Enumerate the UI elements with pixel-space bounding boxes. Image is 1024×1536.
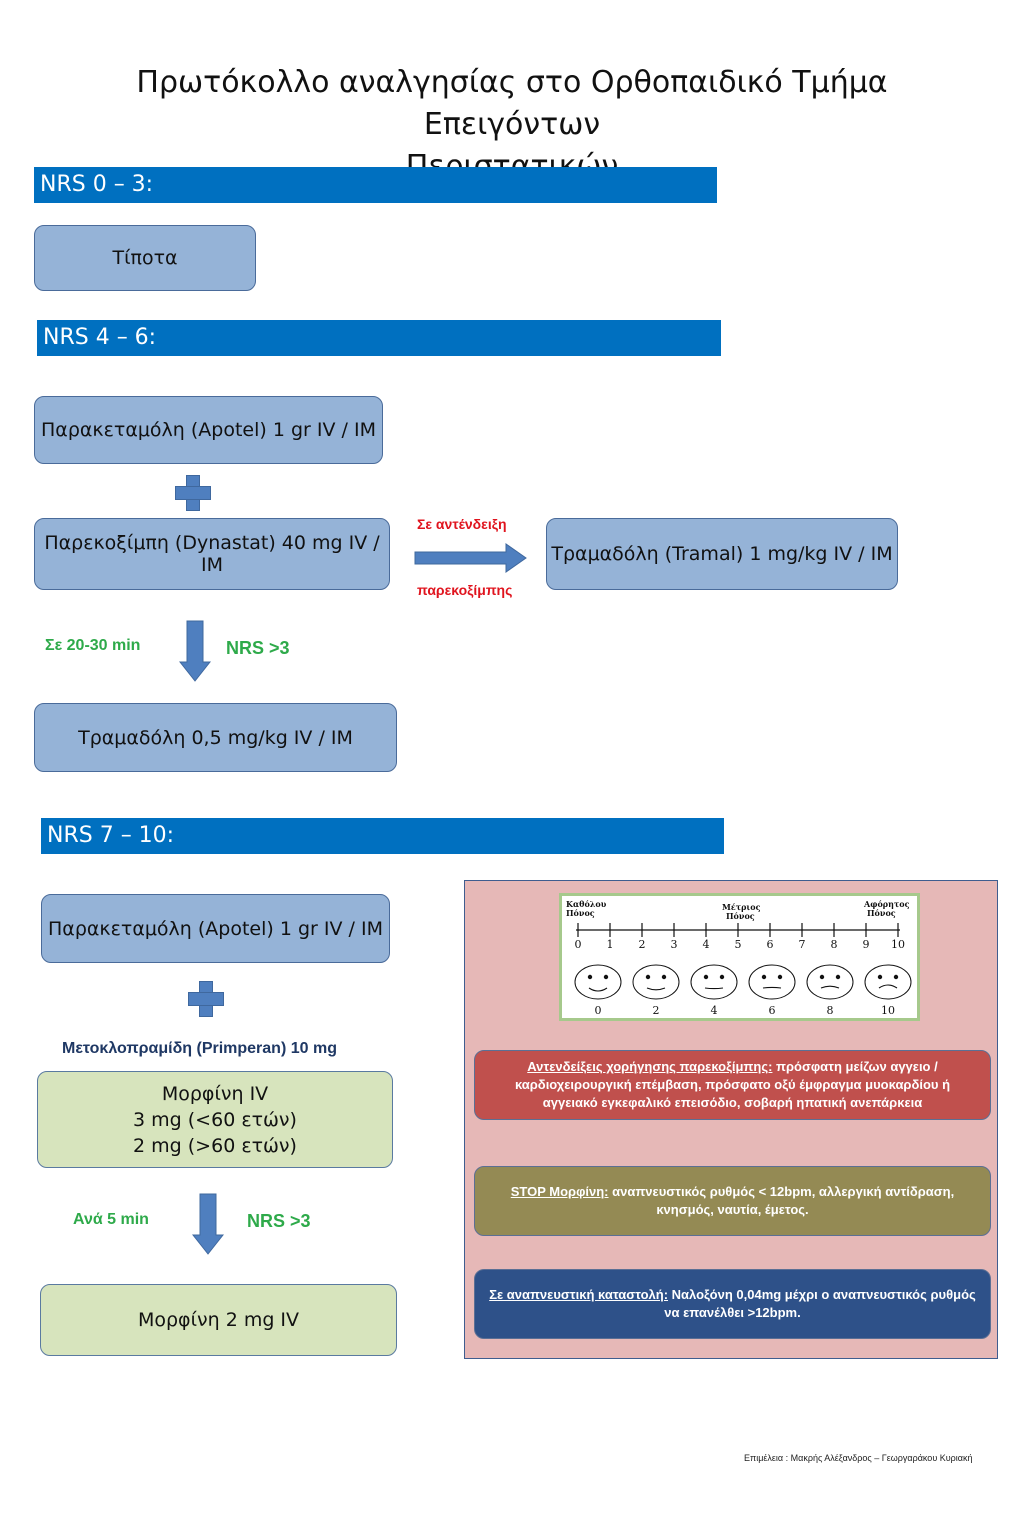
contraindications-title: Αντενδείξεις χορήγησης παρεκοξίμπης:: [527, 1059, 773, 1074]
scale-label-max-1: Αφόρητος: [863, 899, 910, 909]
pain-scale-image: Καθόλου Πόνος Μέτριος Πόνος Αφόρητος Πόν…: [559, 893, 920, 1021]
tramadol-alt-box: Τραμαδόλη (Tramal) 1 mg/kg IV / IM: [546, 518, 898, 590]
scale-label-max-2: Πόνος: [867, 908, 896, 918]
tramadol-box: Τραμαδόλη 0,5 mg/kg IV / IM: [34, 703, 397, 772]
scale-tick-label: 6: [767, 938, 774, 951]
down-arrow-icon: [179, 620, 211, 682]
respiratory-depression-note: Σε αναπνευστική καταστολή: Ναλοξόνη 0,04…: [474, 1269, 991, 1339]
pain-scale-graphic: Καθόλου Πόνος Μέτριος Πόνος Αφόρητος Πόν…: [566, 899, 912, 1017]
face-label: 10: [881, 1004, 895, 1017]
face-label: 0: [595, 1004, 602, 1017]
time-label-high: Ανά 5 min: [73, 1211, 149, 1228]
face-icon: [748, 964, 796, 1000]
nothing-box: Τίποτα: [34, 225, 256, 291]
right-arrow-icon: [414, 543, 527, 573]
stop-text: αναπνευστικός ρυθμός < 12bpm, αλλεργική …: [608, 1184, 955, 1217]
depression-title: Σε αναπνευστική καταστολή:: [489, 1287, 669, 1302]
scale-tick-label: 10: [891, 938, 905, 951]
metoclopramide-label: Μετοκλοπραμίδη (Primperan) 10 mg: [62, 1040, 337, 1057]
morphine-line1: Μορφίνη IV: [161, 1082, 269, 1105]
scale-tick-label: 5: [735, 938, 742, 951]
scale-label-mid-2: Πόνος: [726, 911, 755, 921]
scale-tick-label: 2: [639, 938, 646, 951]
scale-tick-label: 8: [831, 938, 838, 951]
scale-tick-label: 1: [607, 938, 614, 951]
paracetamol-box-high: Παρακεταμόλη (Apotel) 1 gr IV / IM: [41, 894, 390, 963]
nrs-4-6-header: NRS 4 – 6:: [37, 320, 721, 356]
credit-text: Επιμέλεια : Μακρής Αλέξανδρος – Γεωργαρά…: [744, 1453, 973, 1463]
contraindications-text: πρόσφατη μείζων αγγειο / καρδιοχειρουργι…: [514, 1059, 951, 1110]
scale-tick-label: 7: [799, 938, 806, 951]
parecoxib-box: Παρεκοξίμπη (Dynastat) 40 mg IV / IM: [34, 518, 390, 590]
time-label-mid: Σε 20-30 min: [45, 637, 141, 654]
contraindication-label-top: Σε αντένδειξη: [417, 516, 507, 532]
scale-label-mid-1: Μέτριος: [722, 902, 761, 912]
morphine-line2: 3 mg (<60 ετών): [133, 1108, 297, 1131]
face-icon: [864, 964, 912, 1000]
face-icon: [690, 964, 738, 1000]
scale-tick-label: 9: [863, 938, 870, 951]
plus-icon: [175, 475, 211, 511]
nrs-7-10-header: NRS 7 – 10:: [41, 818, 724, 854]
scale-tick-label: 4: [703, 938, 710, 951]
morphine-initial-box: Μορφίνη IV 3 mg (<60 ετών) 2 mg (>60 ετώ…: [37, 1071, 393, 1168]
depression-text: Ναλοξόνη 0,04mg μέχρι ο αναπνευστικός ρυ…: [664, 1287, 976, 1320]
face-icon: [632, 964, 680, 1000]
stop-title: STOP Μορφίνη:: [510, 1184, 609, 1199]
face-icon: [574, 964, 622, 1000]
contraindications-note: Αντενδείξεις χορήγησης παρεκοξίμπης: πρό…: [474, 1050, 991, 1120]
scale-label-none-1: Καθόλου: [566, 899, 607, 909]
contraindication-label-bottom: παρεκοξίμπης: [417, 582, 513, 598]
scale-tick-label: 3: [671, 938, 678, 951]
morphine-repeat-box: Μορφίνη 2 mg IV: [40, 1284, 397, 1356]
morphine-line3: 2 mg (>60 ετών): [133, 1134, 297, 1157]
face-label: 2: [653, 1004, 660, 1017]
plus-icon: [188, 981, 224, 1017]
paracetamol-box-mid: Παρακεταμόλη (Apotel) 1 gr IV / IM: [34, 396, 383, 464]
nrs-threshold-label-high: NRS >3: [247, 1211, 311, 1231]
down-arrow-icon: [192, 1193, 224, 1255]
face-label: 8: [827, 1004, 834, 1017]
page-title-line1: Πρωτόκολλο αναλγησίας στο Ορθοπαιδικό Τμ…: [136, 65, 888, 142]
face-label: 4: [711, 1004, 718, 1017]
face-label: 6: [769, 1004, 776, 1017]
scale-tick-label: 0: [575, 938, 582, 951]
nrs-0-3-header: NRS 0 – 3:: [34, 167, 717, 203]
stop-morphine-note: STOP Μορφίνη: αναπνευστικός ρυθμός < 12b…: [474, 1166, 991, 1236]
scale-label-none-2: Πόνος: [566, 908, 595, 918]
face-icon: [806, 964, 854, 1000]
nrs-threshold-label-mid: NRS >3: [226, 638, 290, 658]
page-title: Πρωτόκολλο αναλγησίας στο Ορθοπαιδικό Τμ…: [60, 62, 964, 188]
